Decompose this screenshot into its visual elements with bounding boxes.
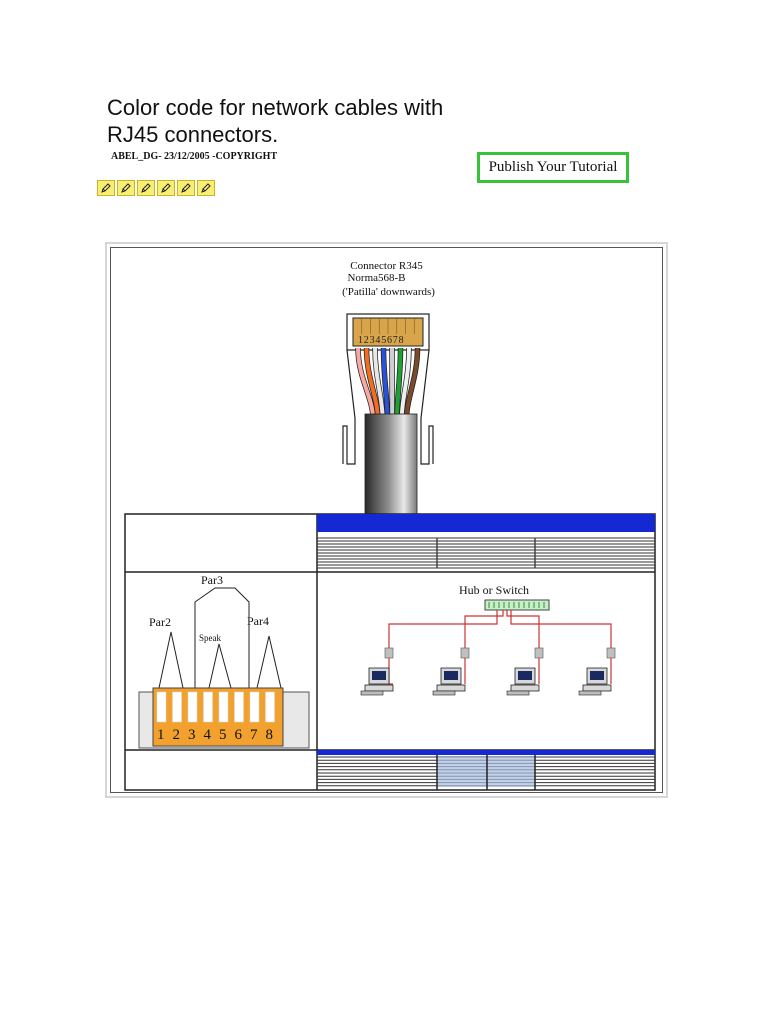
connector-standard-label: Norma568-B <box>347 272 406 284</box>
pin-number: 2 <box>173 727 181 743</box>
connector-pin-numbers: 12345678 <box>358 335 404 346</box>
network-diagram: Hub or Switch <box>360 583 616 696</box>
diagram-panel: Connector R345 Norma568-B ('Patilla' dow… <box>110 247 663 793</box>
pencil-icon[interactable] <box>197 180 215 196</box>
pair2-label: Par2 <box>149 615 171 629</box>
pin-number: 8 <box>266 727 274 743</box>
pencil-icon[interactable] <box>157 180 175 196</box>
color-code-table <box>124 513 656 791</box>
title-line-2: RJ45 connectors. <box>107 122 279 147</box>
pencil-icon[interactable] <box>117 180 135 196</box>
pair4-label: Par4 <box>247 614 269 628</box>
pin-number: 6 <box>235 727 243 743</box>
hub-switch-icon <box>484 599 550 611</box>
connector-orientation-label: ('Patilla' downwards) <box>342 286 435 298</box>
computer-icon <box>578 667 612 696</box>
pin-number: 4 <box>204 727 212 743</box>
pencil-icon[interactable] <box>97 180 115 196</box>
author-byline: ABEL_DG- 23/12/2005 -COPYRIGHT <box>111 151 278 162</box>
pin-number: 3 <box>188 727 196 743</box>
rj45-connector: 12345678 <box>342 313 434 515</box>
pin-number: 5 <box>219 727 227 743</box>
connector-label: Connector R345 <box>350 260 423 272</box>
hub-label: Hub or Switch <box>459 583 529 597</box>
computer-icon <box>506 667 540 696</box>
cable-jacket <box>364 413 418 515</box>
title-line-1: Color code for network cables with <box>107 95 444 120</box>
pin-number: 1 <box>157 727 165 743</box>
pair3-label: Par3 <box>201 573 223 587</box>
computer-icon <box>360 667 394 696</box>
pin-number: 7 <box>250 727 258 743</box>
speak-label: Speak <box>199 633 221 643</box>
computer-icon <box>432 667 466 696</box>
document-title: Color code for network cables with RJ45 … <box>107 94 527 148</box>
diagram-illustration: 12345678 <box>124 313 656 791</box>
pencil-icon[interactable] <box>137 180 155 196</box>
publish-tutorial-button[interactable]: Publish Your Tutorial <box>477 152 629 183</box>
diagram-frame: Connector R345 Norma568-B ('Patilla' dow… <box>105 242 668 798</box>
rating-stars[interactable] <box>97 180 215 196</box>
pencil-icon[interactable] <box>177 180 195 196</box>
cable-wires <box>355 347 421 419</box>
